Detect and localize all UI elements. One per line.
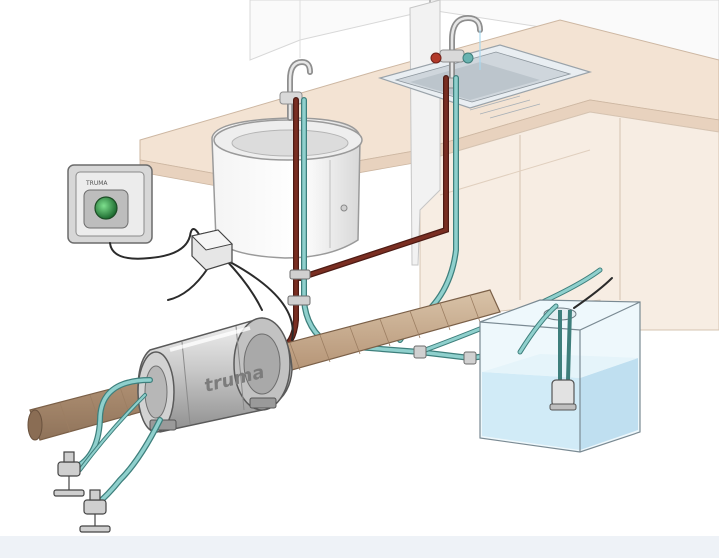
- wash-basin: [211, 117, 363, 259]
- drain-valve-icon: [53, 451, 85, 497]
- control-panel-brand: TRUMA: [85, 180, 108, 187]
- drain-valve-icon: [79, 489, 111, 533]
- drain-hoses: [67, 377, 163, 508]
- control-cable: [109, 228, 294, 341]
- kitchen-faucet-icon: [430, 14, 483, 89]
- hot-water-lines: [275, 75, 449, 353]
- panel-power-button-icon: [94, 196, 118, 220]
- water-heater: truma: [137, 317, 293, 433]
- tank-hoses: [517, 277, 613, 355]
- footer-strip: [0, 536, 719, 558]
- submersible-pump-icon: [549, 309, 577, 411]
- pipe-connectors: [287, 269, 477, 365]
- control-panel: TRUMA: [67, 164, 153, 244]
- junction-box: [191, 229, 233, 271]
